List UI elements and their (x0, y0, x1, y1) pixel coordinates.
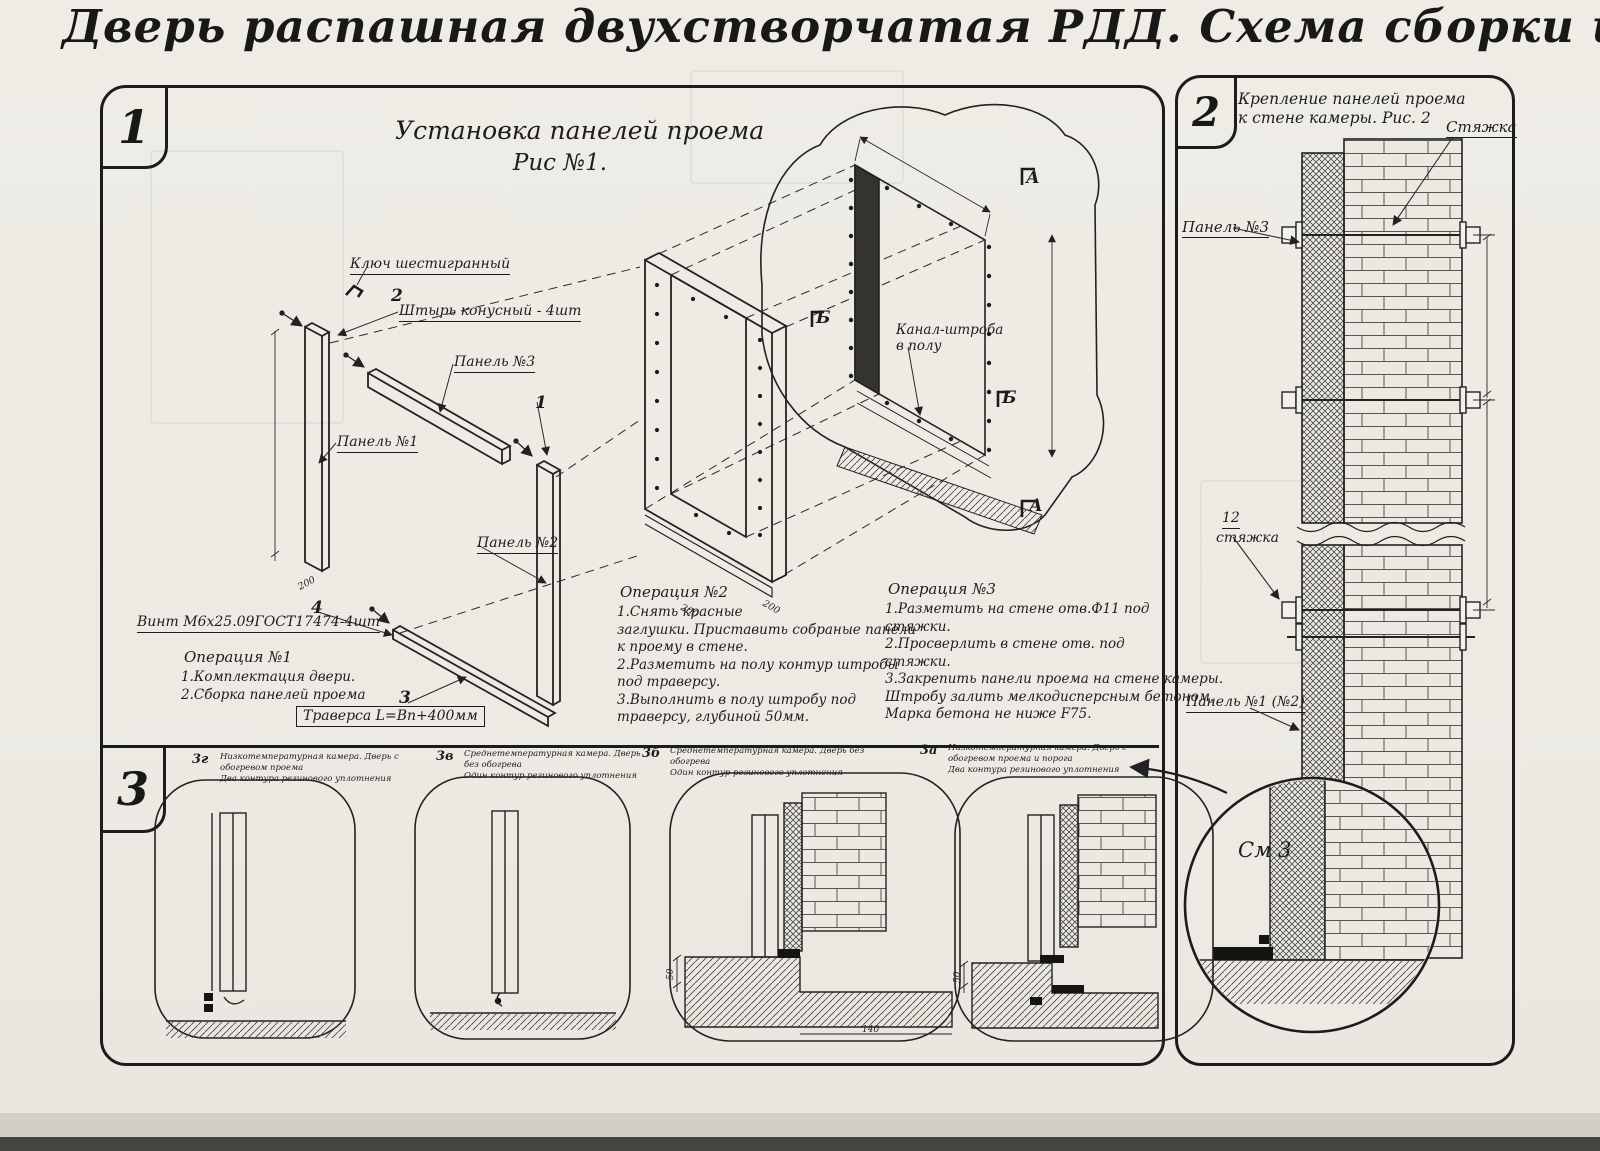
screw-label: Винт М6х25.09ГОСТ17474-4шт (137, 614, 380, 633)
scan-ghost (690, 70, 904, 184)
panel3-label: Панель №3 (454, 354, 536, 373)
fig2-panel3-label: Панель №3 (1182, 218, 1270, 238)
detail-3v-caption: Среднетемпературная камера. Дверь без об… (464, 749, 641, 782)
screw-position-number: 4 (311, 598, 323, 618)
fig1-heading-line1: Установка панелей проема (395, 116, 765, 145)
dim-50-3b: 50 (666, 968, 676, 980)
operation1-text: 1.Комплектация двери. 2.Сборка панелей п… (181, 669, 366, 703)
fig2-leaders (1232, 136, 1454, 731)
traverse-label: Траверса L=Bп+400мм (296, 706, 485, 727)
wall-dimensions (854, 136, 1057, 458)
tie-label: Стяжка (1446, 118, 1517, 138)
fig1-heading-line2: Рис №1. (512, 150, 608, 176)
door-frame-assembly (644, 251, 788, 599)
fig3-number-badge: 3 (103, 748, 166, 833)
wall-outline (760, 103, 1105, 532)
detail-3b-caption: Среднетемпературная камера. Дверь без об… (670, 746, 865, 779)
fig2-heading: Крепление панелей проема к стене камеры.… (1238, 90, 1466, 127)
conical-pins (279, 310, 533, 624)
fig3-number: 3 (116, 762, 149, 816)
fig2-number: 2 (1192, 88, 1220, 136)
detail-3a-id: 3а (920, 743, 938, 758)
sheet-title: Дверь распашная двухстворчатая РДД. Схем… (62, 0, 1600, 53)
traverse-position-number: 3 (399, 688, 411, 708)
leader-lines (317, 264, 924, 704)
operation3-title: Операция №3 (888, 580, 996, 598)
dim-50-3a: 50 (953, 971, 963, 983)
hex-key-label: Ключ шестигранный (350, 256, 511, 275)
fig3-drawings: 50 140 50 (154, 772, 1214, 1042)
pin-position-number: 2 (391, 286, 403, 306)
pin-label: Штырь конусный - 4шт (399, 303, 582, 322)
detail-3g (166, 812, 346, 1038)
fig3-divider (103, 745, 1159, 748)
operation2-title: Операция №2 (620, 583, 728, 601)
fig1-number: 1 (117, 100, 150, 154)
panel1-dimension (270, 328, 280, 561)
operation3-text: 1.Разметить на стене отв.Ф11 под стяжки.… (885, 601, 1224, 723)
detail-3g-id: 3г (192, 752, 209, 767)
tie-small-label: стяжка (1216, 530, 1280, 546)
frame-holes (654, 282, 763, 538)
operation1-title: Операция №1 (184, 648, 292, 666)
balloon-1: 1 (535, 393, 547, 413)
fig1-number-badge: 1 (103, 88, 168, 169)
section-marker-b-left: Б (816, 308, 831, 328)
detail-3g-caption: Низкотемпературная камера. Дверь с обогр… (220, 752, 399, 785)
break-lines (1296, 521, 1466, 547)
section-marker-flags (810, 167, 1035, 517)
detail-3b (672, 792, 953, 1035)
detail-3a (959, 794, 1159, 1029)
fig1-drawing: 200 200 200 (270, 103, 1105, 728)
fig2-drawing (1129, 136, 1495, 1034)
detail-circle (1129, 758, 1441, 1034)
fig2-dimensions (1473, 233, 1495, 611)
dim-140-3b: 140 (862, 1025, 879, 1035)
section-marker-a-top: А (1026, 168, 1040, 188)
detail-3v-id: 3в (436, 749, 454, 764)
see-detail-3-label: См 3 (1238, 838, 1292, 862)
operation2-text: 1.Снять красные заглушки. Приставить соб… (617, 604, 917, 726)
detail-3a-caption: Низкотемпературная камера. Дверь с обогр… (948, 743, 1127, 776)
hex-key-glyph (345, 284, 364, 298)
scan-edge-dark (0, 1137, 1600, 1151)
floor-channel-label: Канал-штроба в полу (896, 322, 1004, 355)
panel2-label: Панель №2 (477, 535, 559, 554)
section-marker-a-bottom: А (1029, 496, 1043, 516)
detail-3b-id: 3б (642, 746, 661, 761)
loose-panels (304, 321, 562, 728)
section-marker-b-right: Б (1002, 388, 1017, 408)
panel-1-2-label: Панель №1 (№2) (1186, 694, 1305, 713)
scan-ghost (150, 150, 344, 424)
scan-edge-light (0, 1113, 1600, 1137)
fig2-number-badge: 2 (1178, 78, 1237, 149)
fig1-panel-border (100, 85, 1165, 1066)
dim-200-panel1: 200 (295, 574, 317, 593)
projection-lines (329, 164, 986, 634)
fig2-panel-border (1175, 75, 1515, 1066)
panel1-label: Панель №1 (337, 434, 419, 453)
detail-3v (430, 810, 616, 1030)
position-12: 12 (1222, 510, 1240, 529)
